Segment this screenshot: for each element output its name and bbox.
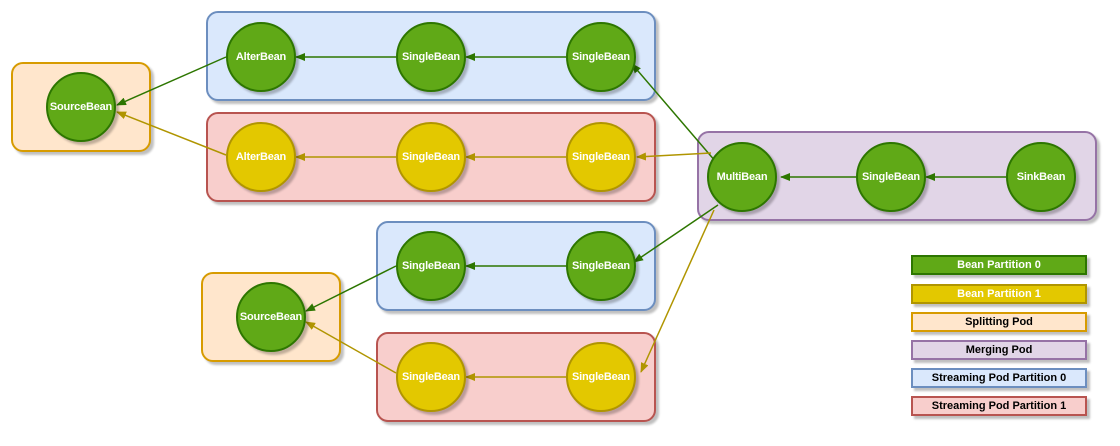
- single-bean-yellow-1[interactable]: SingleBean: [396, 122, 466, 192]
- edge-multi-to-single-green-bottom: [633, 204, 719, 263]
- edge-alter-to-source-green: [116, 56, 227, 106]
- single-bean-yellow-bottom-1[interactable]: SingleBean: [396, 342, 466, 412]
- single-bean-green-bottom-2[interactable]: SingleBean: [566, 231, 636, 301]
- edge-single-to-source-yellow-bottom: [305, 321, 397, 374]
- single-bean-green-1[interactable]: SingleBean: [396, 22, 466, 92]
- alter-bean-green[interactable]: AlterBean: [226, 22, 296, 92]
- edge-single-to-source-green-bottom: [305, 265, 397, 312]
- multi-bean[interactable]: MultiBean: [707, 142, 777, 212]
- legend-merging-pod: Merging Pod: [911, 340, 1087, 360]
- single-bean-yellow-bottom-2[interactable]: SingleBean: [566, 342, 636, 412]
- single-bean-green-2[interactable]: SingleBean: [566, 22, 636, 92]
- single-bean-yellow-2[interactable]: SingleBean: [566, 122, 636, 192]
- single-bean-merge[interactable]: SingleBean: [856, 142, 926, 212]
- source-bean-top[interactable]: SourceBean: [46, 72, 116, 142]
- edge-multi-to-single-yellow-bottom: [640, 209, 715, 373]
- legend-streaming-pod-partition-0: Streaming Pod Partition 0: [911, 368, 1087, 388]
- alter-bean-yellow[interactable]: AlterBean: [226, 122, 296, 192]
- sink-bean[interactable]: SinkBean: [1006, 142, 1076, 212]
- legend-splitting-pod: Splitting Pod: [911, 312, 1087, 332]
- edge-multi-to-single-yellow-top: [636, 152, 712, 161]
- legend-bean-partition-0: Bean Partition 0: [911, 255, 1087, 275]
- edge-multi-to-single-green-top: [631, 63, 717, 163]
- edge-alter-to-source-yellow: [116, 111, 227, 156]
- legend-bean-partition-1: Bean Partition 1: [911, 284, 1087, 304]
- source-bean-bottom[interactable]: SourceBean: [236, 282, 306, 352]
- legend-streaming-pod-partition-1: Streaming Pod Partition 1: [911, 396, 1087, 416]
- single-bean-green-bottom-1[interactable]: SingleBean: [396, 231, 466, 301]
